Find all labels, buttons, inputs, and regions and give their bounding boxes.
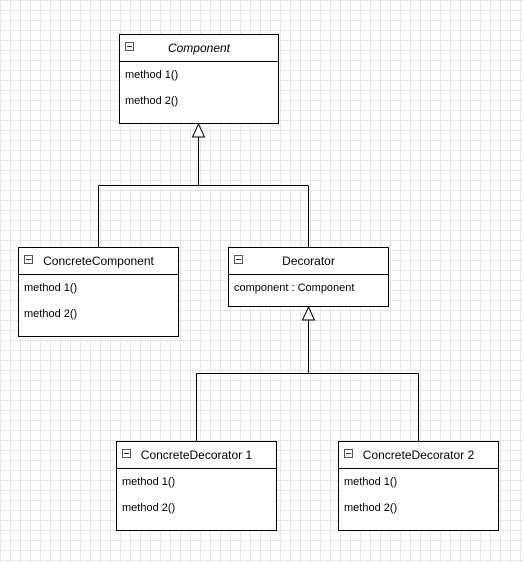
class-member[interactable]: method 2() [125,95,179,107]
concrete-decorator-2-class[interactable]: ConcreteDecorator 2 method 1() method 2(… [338,441,499,531]
class-member[interactable]: method 2() [24,308,78,320]
concrete-component-class-header: ConcreteComponent [19,248,178,275]
class-name: ConcreteComponent [43,254,154,268]
component-inheritance-arrowhead [191,122,206,138]
decorator-inheritance-arrowhead [301,305,316,321]
class-name: ConcreteDecorator 1 [140,448,253,462]
concrete-decorator-1-class[interactable]: ConcreteDecorator 1 method 1() method 2(… [116,441,277,531]
collapse-icon[interactable] [234,255,243,264]
class-member[interactable]: method 1() [125,69,179,81]
class-members: method 1() method 2() [117,469,276,521]
class-member[interactable]: method 2() [122,502,176,514]
collapse-icon[interactable] [344,449,353,458]
generalization-edge-decorator [196,320,419,441]
class-member[interactable]: component : Component [234,282,355,294]
class-name: Decorator [282,254,335,268]
class-members: method 1() method 2() [19,275,178,327]
decorator-class[interactable]: Decorator component : Component [228,247,389,307]
class-members: method 1() method 2() [339,469,498,521]
concrete-decorator-2-class-header: ConcreteDecorator 2 [339,442,498,469]
generalization-edge-component [98,137,309,247]
class-members: method 1() method 2() [120,62,278,114]
concrete-component-class[interactable]: ConcreteComponent method 1() method 2() [18,247,179,337]
collapse-icon[interactable] [125,42,134,51]
class-name: Component [167,41,231,55]
class-name: ConcreteDecorator 2 [362,448,475,462]
collapse-icon[interactable] [24,255,33,264]
class-members: component : Component [229,275,388,301]
class-member[interactable]: method 1() [344,476,398,488]
class-member[interactable]: method 1() [24,282,78,294]
collapse-icon[interactable] [122,449,131,458]
class-member[interactable]: method 1() [122,476,176,488]
component-class[interactable]: Component method 1() method 2() [119,34,279,124]
decorator-class-header: Decorator [229,248,388,275]
concrete-decorator-1-class-header: ConcreteDecorator 1 [117,442,276,469]
component-class-header: Component [120,35,278,62]
class-member[interactable]: method 2() [344,502,398,514]
